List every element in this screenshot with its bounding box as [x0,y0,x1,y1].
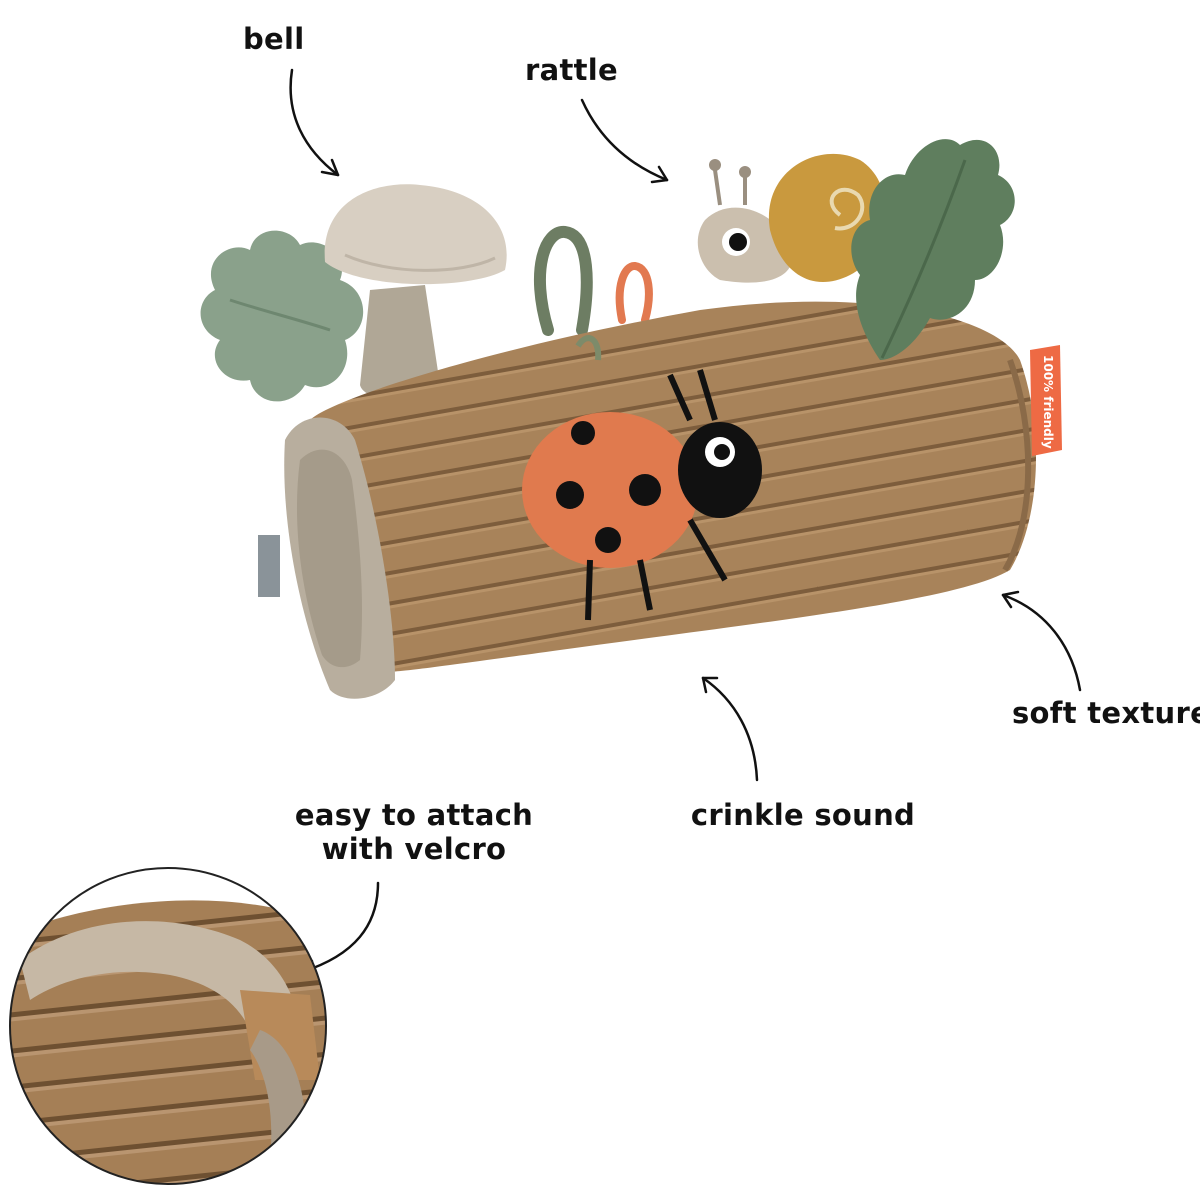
mushroom-bell [324,184,507,400]
oak-leaf [851,139,1015,360]
rattle-arrow [580,98,669,184]
label-velcro-line1: easy to attach [294,798,534,832]
bell-arrow [289,68,340,177]
moss-leaf [200,230,364,402]
velcro-zoom-circle [9,867,327,1185]
crinkle-sound-arrow [701,676,759,782]
soft-texture-arrow [1001,590,1082,692]
ladybug [522,335,762,621]
label-velcro-line2: with velcro [321,832,507,866]
side-tag [258,535,280,597]
label-bell: bell [243,22,305,56]
tag-text: 100% friendly [1041,355,1055,449]
label-crinkle-sound: crinkle sound [690,798,916,832]
label-soft-texture: soft texture [1012,696,1200,730]
friendly-tag: 100% friendly [1030,345,1062,456]
toy-loops [533,226,653,336]
label-rattle: rattle [525,53,619,87]
